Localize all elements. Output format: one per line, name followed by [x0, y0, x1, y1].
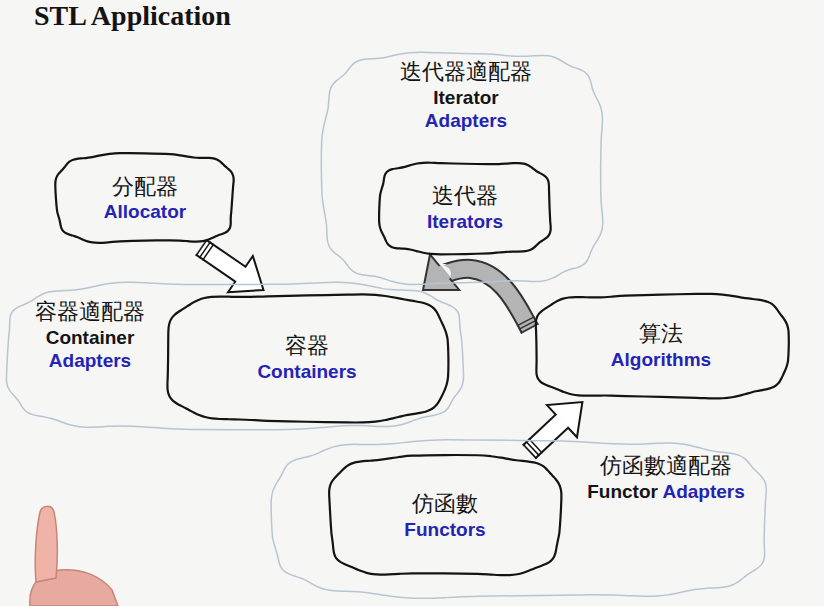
chinese-name: 容器適配器: [12, 298, 168, 326]
region-outline-path: [271, 440, 766, 599]
slide-title: STL Application: [34, 0, 231, 32]
cloud-outline-path: [379, 163, 551, 255]
arrow-tail-hatch: [519, 320, 537, 329]
cloud-outline-path: [329, 455, 561, 575]
arrow-shaft-outline: [201, 247, 241, 274]
chinese-name: 仿函數適配器: [570, 452, 762, 480]
node-label: 仿函數Functors: [325, 452, 565, 580]
name-word: Adapters: [368, 109, 564, 133]
adapter-region: 容器適配器Container Adapters容器Containers: [2, 278, 468, 434]
chinese-name: 迭代器: [432, 182, 498, 210]
arrow-seam: [561, 419, 564, 422]
cloud-outline-path: [55, 153, 233, 243]
component-cloud: 仿函數Functors: [325, 452, 565, 580]
component-cloud: 算法Algorithms: [530, 290, 792, 402]
english-name: Container Adapters: [12, 326, 168, 374]
block-arrow: [523, 402, 583, 459]
arrow-seam: [443, 271, 446, 274]
arrow-tail-hatch: [517, 317, 535, 326]
arrow-shaft-outline: [443, 269, 530, 329]
english-name: Iterators: [427, 210, 503, 234]
english-name: Iterator Adapters: [368, 86, 564, 134]
component-cloud: 迭代器Iterators: [375, 158, 555, 258]
node-label: 分配器Allocator: [52, 150, 238, 247]
node-label: 容器Containers: [162, 290, 452, 426]
english-name: Algorithms: [611, 348, 711, 372]
name-word: Functor: [587, 481, 662, 502]
adapter-region: 迭代器適配器Iterator Adapters 迭代器Iterators: [318, 48, 608, 288]
arrow-tail-hatch: [203, 244, 214, 260]
component-cloud: 分配器Allocator: [52, 150, 238, 247]
finger-shape: [35, 506, 57, 582]
arrow-shaft-fill: [201, 247, 241, 274]
name-word: Container: [12, 326, 168, 350]
adapter-region: 仿函數適配器Functor Adapters仿函數Functors: [268, 436, 772, 602]
arrow-seam: [239, 273, 242, 275]
english-name: Functor Adapters: [570, 480, 762, 504]
chinese-name: 分配器: [112, 173, 178, 201]
arrow-shaft-fill: [529, 421, 562, 452]
arrow-shaft-outline: [529, 421, 562, 452]
region-outline-path: [6, 282, 463, 430]
component-cloud: 容器Containers: [162, 290, 452, 426]
node-label: 算法Algorithms: [530, 290, 792, 402]
arrow-shaft-fill: [443, 269, 530, 329]
chinese-name: 算法: [639, 320, 683, 348]
region-label: 仿函數適配器Functor Adapters: [570, 452, 762, 503]
region-label: 迭代器適配器Iterator Adapters: [368, 58, 564, 133]
name-word: Iterator: [368, 86, 564, 110]
chinese-name: 迭代器適配器: [368, 58, 564, 86]
name-word: Adapters: [662, 481, 744, 502]
english-name: Containers: [257, 360, 356, 384]
chinese-name: 容器: [285, 332, 329, 360]
chinese-name: 仿函數: [412, 490, 478, 518]
node-label: 迭代器Iterators: [375, 158, 555, 258]
english-name: Functors: [404, 518, 485, 542]
arrow-head: [228, 256, 264, 292]
region-label: 容器適配器Container Adapters: [12, 298, 168, 373]
name-word: Adapters: [12, 349, 168, 373]
cloud-outline-path: [536, 294, 789, 399]
region-outline-path: [321, 52, 602, 284]
arrow-head: [547, 402, 582, 437]
english-name: Allocator: [104, 200, 186, 224]
cloud-outline-path: [167, 294, 448, 422]
